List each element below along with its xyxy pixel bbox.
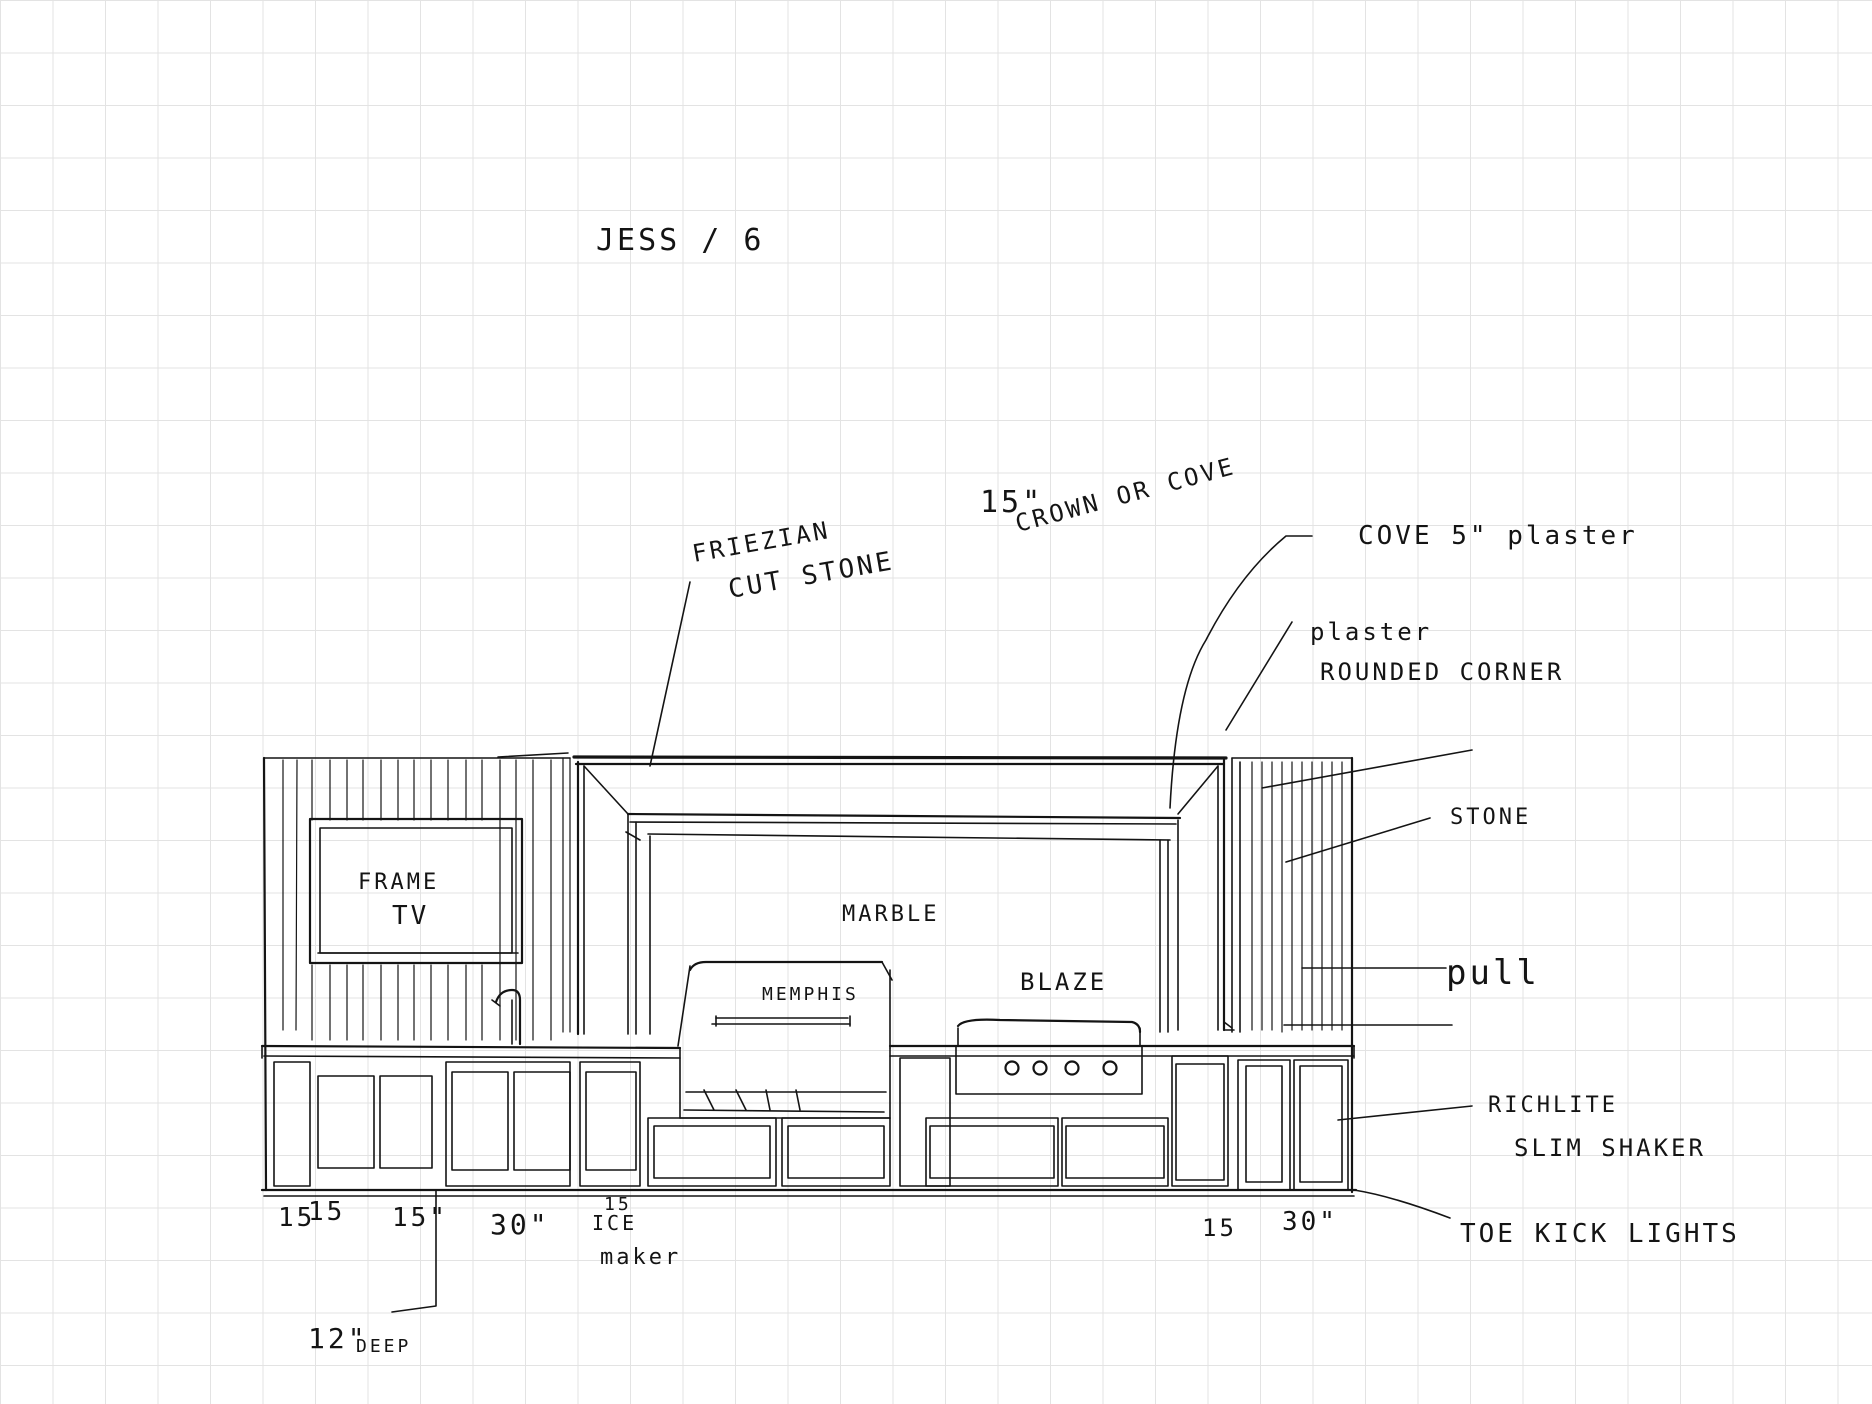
crown-label: CROWN OR COVE	[1012, 452, 1238, 538]
toe-kick-lights-label: TOE KICK LIGHTS	[1460, 1219, 1740, 1249]
elevation-outline	[260, 756, 1358, 1197]
plaster-label: plaster	[1310, 618, 1432, 646]
dimension-15-b: 15	[308, 1197, 345, 1227]
left-stone-siding	[282, 752, 571, 1041]
rounded-corner-label: ROUNDED CORNER	[1320, 658, 1564, 686]
ice-label: ICE	[592, 1211, 637, 1235]
dimension-labels: 15 15 15" 30" 15 ICE maker 15 30"	[278, 1194, 1338, 1270]
slim-shaker-label: SLIM SHAKER	[1514, 1134, 1706, 1162]
base-cabinets	[273, 1055, 1349, 1191]
cove-plaster-label: COVE 5" plaster	[1358, 521, 1638, 551]
leader-lines	[391, 535, 1473, 1313]
dimension-15-a: 15	[278, 1203, 315, 1233]
frame-tv: FRAME TV	[308, 817, 524, 965]
central-opening: MARBLE	[572, 755, 1235, 1036]
deep-label: DEEP	[356, 1336, 411, 1357]
drawing-title: JESS / 6	[596, 223, 765, 258]
memphis-label: MEMPHIS	[762, 984, 859, 1005]
dimension-30-b: 30"	[1282, 1207, 1338, 1237]
dimension-30-a: 30"	[490, 1208, 550, 1241]
dimension-15-d: 15	[604, 1194, 632, 1215]
pull-label: pull	[1446, 953, 1540, 993]
annotations: JESS / 6 FRIEZIAN CUT STONE 15" CROWN OR…	[308, 223, 1740, 1357]
faucet	[491, 988, 522, 1046]
blaze-grill: BLAZE	[955, 968, 1143, 1095]
right-stone-siding	[1231, 757, 1453, 1033]
stone-label: STONE	[1450, 805, 1531, 830]
tv-label: TV	[392, 901, 429, 931]
depth-label: 12"	[308, 1322, 368, 1355]
maker-label: maker	[600, 1245, 681, 1270]
frame-label: FRAME	[358, 870, 439, 895]
memphis-grill: MEMPHIS	[677, 960, 893, 1119]
dimension-15-c: 15"	[392, 1203, 448, 1233]
richlite-label: RICHLITE	[1488, 1093, 1618, 1118]
dimension-15-e: 15	[1202, 1214, 1237, 1242]
blaze-label: BLAZE	[1020, 968, 1107, 996]
crown-size-label: 15"	[980, 485, 1043, 520]
marble-label: MARBLE	[842, 902, 939, 927]
